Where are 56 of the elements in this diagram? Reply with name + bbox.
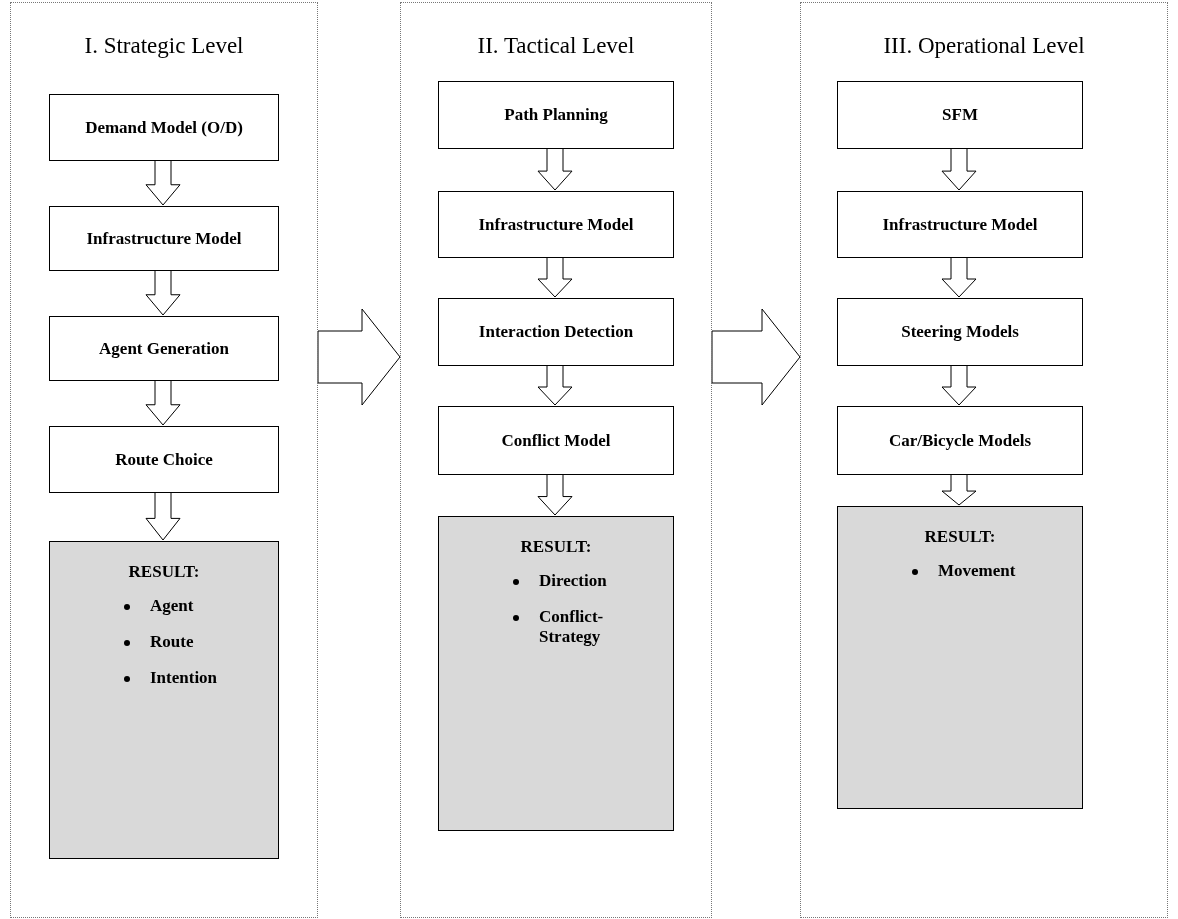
process-box xyxy=(438,406,674,475)
box-label: Infrastructure Model xyxy=(478,214,634,235)
process-box xyxy=(837,81,1083,149)
box-label: Infrastructure Model xyxy=(86,228,242,249)
process-box xyxy=(49,206,279,271)
result-heading: RESULT: xyxy=(923,527,997,547)
box-label: Interaction Detection xyxy=(478,322,634,342)
block-arrow xyxy=(537,256,573,298)
level-panel xyxy=(800,2,1168,918)
block-arrow xyxy=(711,308,801,406)
result-box xyxy=(49,541,279,859)
result-heading: RESULT: xyxy=(519,537,593,557)
block-arrow xyxy=(941,256,977,298)
box-label: Route Choice xyxy=(115,449,213,470)
block-arrow xyxy=(537,473,573,516)
box-label: Steering Models xyxy=(901,322,1019,342)
result-heading: RESULT: xyxy=(127,562,201,582)
result-item: Route xyxy=(50,632,278,652)
level-panel xyxy=(10,2,318,918)
level-panel xyxy=(400,2,712,918)
block-arrow xyxy=(317,308,401,406)
process-box xyxy=(438,298,674,366)
box-label: SFM xyxy=(942,105,978,125)
box-label: Path Planning xyxy=(504,105,608,125)
result-item: Direction xyxy=(439,571,673,591)
block-arrow xyxy=(145,379,181,426)
block-arrow xyxy=(145,491,181,541)
result-item: Agent xyxy=(50,596,278,616)
result-item: Intention xyxy=(50,668,278,688)
result-box xyxy=(438,516,674,831)
result-item: Movement xyxy=(838,561,1082,581)
block-arrow xyxy=(941,147,977,191)
process-box xyxy=(837,191,1083,258)
process-box xyxy=(49,316,279,381)
box-label: Car/Bicycle Models xyxy=(888,430,1032,451)
box-label: Conflict Model xyxy=(501,430,611,451)
level-title: III. Operational Level xyxy=(882,33,1086,59)
process-box xyxy=(837,406,1083,475)
process-box xyxy=(438,191,674,258)
block-arrow xyxy=(145,159,181,206)
process-box xyxy=(49,94,279,161)
block-arrow xyxy=(941,473,977,506)
block-arrow xyxy=(537,147,573,191)
block-arrow xyxy=(145,269,181,316)
level-title: II. Tactical Level xyxy=(476,33,636,59)
box-label: Infrastructure Model xyxy=(882,214,1038,235)
process-box xyxy=(837,298,1083,366)
box-label: Demand Model (O/D) xyxy=(85,117,243,138)
result-item: Conflict-Strategy xyxy=(439,607,673,647)
block-arrow xyxy=(537,364,573,406)
block-arrow xyxy=(941,364,977,406)
level-title: I. Strategic Level xyxy=(83,33,245,59)
process-box xyxy=(49,426,279,493)
result-box xyxy=(837,506,1083,809)
process-box xyxy=(438,81,674,149)
box-label: Agent Generation xyxy=(99,338,229,359)
